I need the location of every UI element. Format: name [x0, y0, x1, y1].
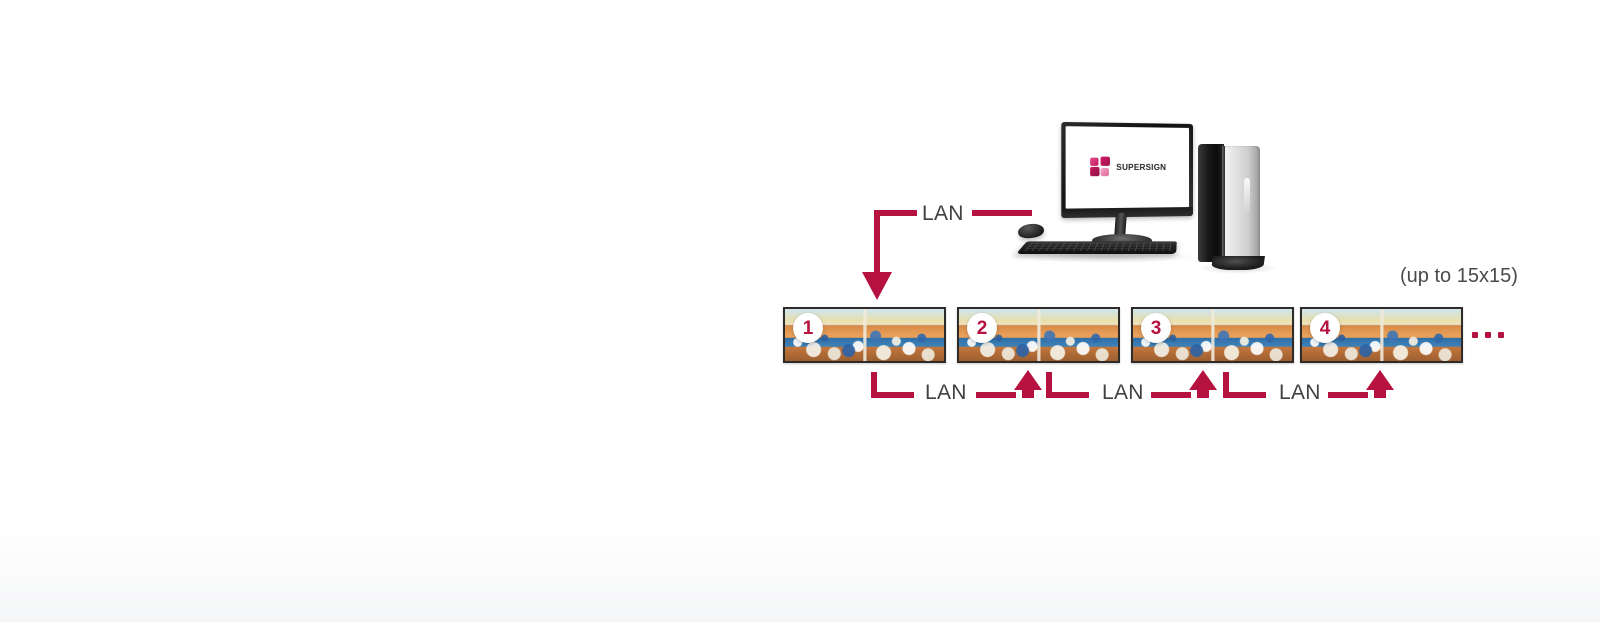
desk-shadow	[1010, 251, 1200, 263]
mouse-icon	[1017, 222, 1045, 240]
supersign-server-pc: SuperSign	[1010, 120, 1280, 274]
pc-tower-icon	[1198, 144, 1278, 274]
lan-label-1: LAN	[925, 381, 967, 404]
more-displays-ellipsis	[1472, 332, 1504, 338]
panel-number-badge: 1	[793, 313, 823, 343]
panel-number-badge: 4	[1310, 313, 1340, 343]
display-panel-2[interactable]: 2	[957, 307, 1120, 363]
lan-label-2: LAN	[1102, 381, 1144, 404]
capacity-note: (up to 15x15)	[1400, 265, 1518, 287]
supersign-logo: SuperSign	[1090, 156, 1167, 177]
supersign-logo-icon	[1090, 156, 1111, 177]
keyboard-icon	[1016, 241, 1177, 254]
lan-label-3: LAN	[1279, 381, 1321, 404]
monitor-chin	[1061, 207, 1193, 219]
display-panel-4[interactable]: 4	[1300, 307, 1463, 363]
display-panel-1[interactable]: 1	[783, 307, 946, 363]
monitor: SuperSign	[1061, 121, 1193, 219]
lan-label-top: LAN	[922, 202, 964, 225]
supersign-logo-text: SuperSign	[1116, 160, 1167, 173]
panel-number-badge: 2	[967, 313, 997, 343]
display-panel-3[interactable]: 3	[1131, 307, 1294, 363]
bottom-gradient-band	[0, 522, 1600, 622]
monitor-screen: SuperSign	[1065, 126, 1190, 209]
panel-number-badge: 3	[1141, 313, 1171, 343]
